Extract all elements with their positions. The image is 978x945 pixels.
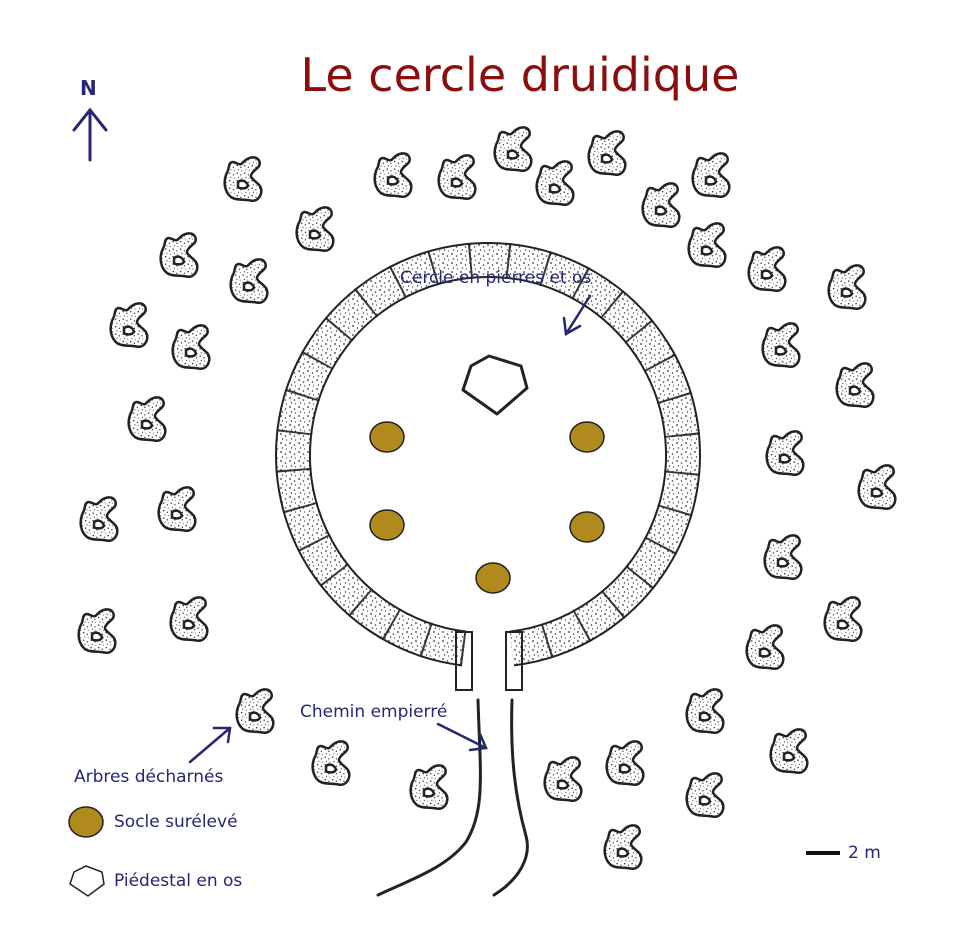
annotation-arrows	[188, 294, 592, 764]
dead-tree-icon	[685, 772, 725, 819]
raised-base-icon	[475, 562, 511, 594]
dead-tree-icon	[747, 246, 787, 293]
dead-tree-icon	[169, 596, 209, 643]
dead-tree-icon	[761, 322, 801, 369]
dead-tree-icon	[587, 130, 627, 177]
dead-tree-icon	[641, 182, 681, 229]
north-arrow-icon	[72, 107, 108, 162]
raised-base-icon	[369, 509, 405, 541]
circle-label-arrow	[564, 294, 592, 336]
paved-path	[376, 698, 529, 897]
dead-tree-icon	[159, 232, 199, 279]
circle-label: Cercle en pierres et os	[400, 268, 592, 288]
legend-socle-label: Socle surélevé	[114, 812, 238, 832]
map-title: Le cercle druidique	[300, 48, 740, 102]
dead-tree-icon	[857, 464, 897, 511]
raised-bases	[369, 421, 605, 594]
dead-tree-icon	[77, 608, 117, 655]
dead-tree-icon	[295, 206, 335, 253]
dead-tree-icon	[765, 430, 805, 477]
raised-base-icon	[569, 511, 605, 543]
legend-raised-base-icon	[68, 806, 104, 838]
dead-trees	[77, 126, 897, 871]
dead-tree-icon	[493, 126, 533, 173]
dead-tree-icon	[687, 222, 727, 269]
dead-tree-icon	[127, 396, 167, 443]
raised-base-icon	[369, 421, 405, 453]
scale-label: 2 m	[848, 843, 881, 863]
dead-tree-icon	[171, 324, 211, 371]
dead-tree-icon	[769, 728, 809, 775]
dead-tree-icon	[409, 764, 449, 811]
dead-tree-icon	[373, 152, 413, 199]
trees-label-arrow	[188, 726, 232, 764]
dead-tree-icon	[745, 624, 785, 671]
dead-tree-icon	[229, 258, 269, 305]
dead-tree-icon	[605, 740, 645, 787]
stone-bone-circle	[275, 241, 701, 691]
legend-piedestal-label: Piédestal en os	[114, 871, 243, 891]
dead-tree-icon	[437, 154, 477, 201]
dead-tree-icon	[691, 152, 731, 199]
dead-tree-icon	[763, 534, 803, 581]
dead-tree-icon	[311, 740, 351, 787]
dead-tree-icon	[685, 688, 725, 735]
dead-tree-icon	[235, 688, 275, 735]
dead-tree-icon	[543, 756, 583, 803]
trees-label: Arbres décharnés	[74, 767, 224, 787]
path-label: Chemin empierré	[300, 702, 448, 722]
dead-tree-icon	[223, 156, 263, 203]
legend-bone-pedestal-icon	[69, 865, 105, 897]
dead-tree-icon	[603, 824, 643, 871]
dead-tree-icon	[157, 486, 197, 533]
bone-pedestal-icon	[461, 354, 529, 416]
dead-tree-icon	[535, 160, 575, 207]
raised-base-icon	[569, 421, 605, 453]
dead-tree-icon	[827, 264, 867, 311]
dead-tree-icon	[109, 302, 149, 349]
path-label-arrow	[436, 722, 488, 750]
north-label: N	[80, 76, 97, 100]
dead-tree-icon	[823, 596, 863, 643]
dead-tree-icon	[835, 362, 875, 409]
dead-tree-icon	[79, 496, 119, 543]
